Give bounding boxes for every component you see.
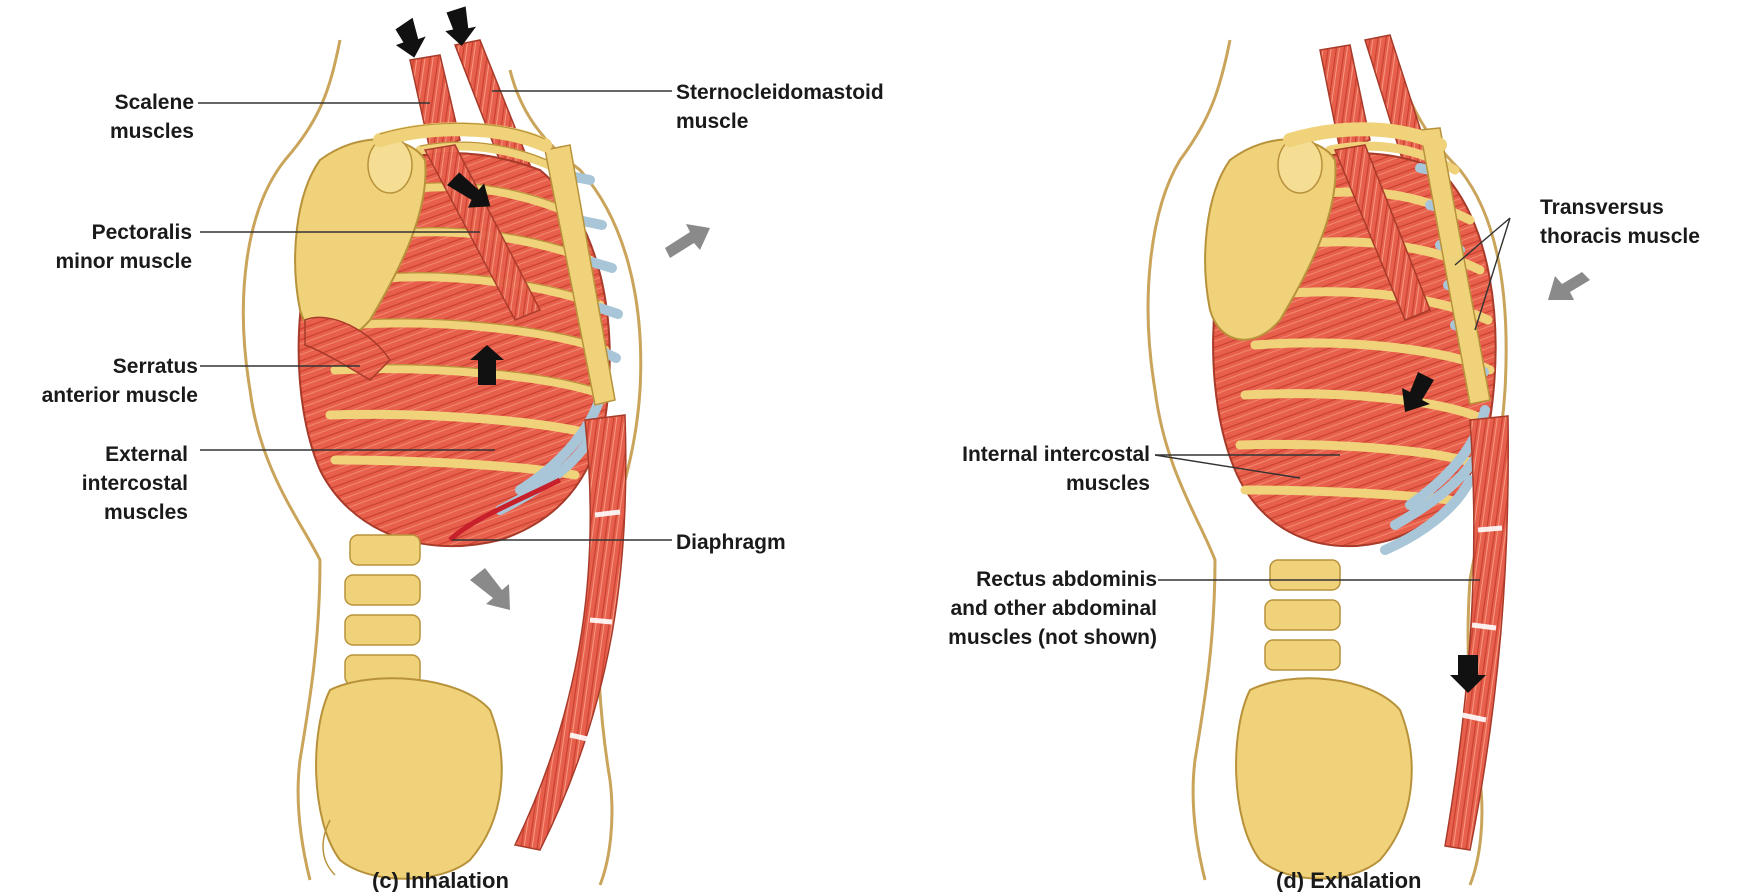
- pelvis-left: [316, 678, 502, 878]
- label-transversus-thoracis: Transversus thoracis muscle: [1540, 193, 1700, 251]
- label-internal-intercostal: Internal intercostal muscles: [962, 440, 1150, 498]
- gray-arrows-right: [1548, 272, 1590, 300]
- spine-left: [345, 535, 420, 685]
- caption-exhalation: (d) Exhalation: [1276, 868, 1421, 892]
- exhalation-figure: [1148, 35, 1590, 885]
- caption-inhalation: (c) Inhalation: [372, 868, 509, 892]
- label-scalene: Scalene muscles: [110, 88, 194, 146]
- label-rectus-abdominis: Rectus abdominis and other abdominal mus…: [948, 565, 1157, 652]
- pelvis-right: [1236, 678, 1412, 878]
- inhalation-figure: [198, 5, 710, 885]
- label-external-intercostal: External intercostal muscles: [82, 440, 188, 527]
- label-pectoralis-minor: Pectoralis minor muscle: [55, 218, 192, 276]
- label-serratus-anterior: Serratus anterior muscle: [42, 352, 198, 410]
- label-diaphragm: Diaphragm: [676, 528, 786, 557]
- label-sternocleidomastoid: Sternocleidomastoid muscle: [676, 78, 884, 136]
